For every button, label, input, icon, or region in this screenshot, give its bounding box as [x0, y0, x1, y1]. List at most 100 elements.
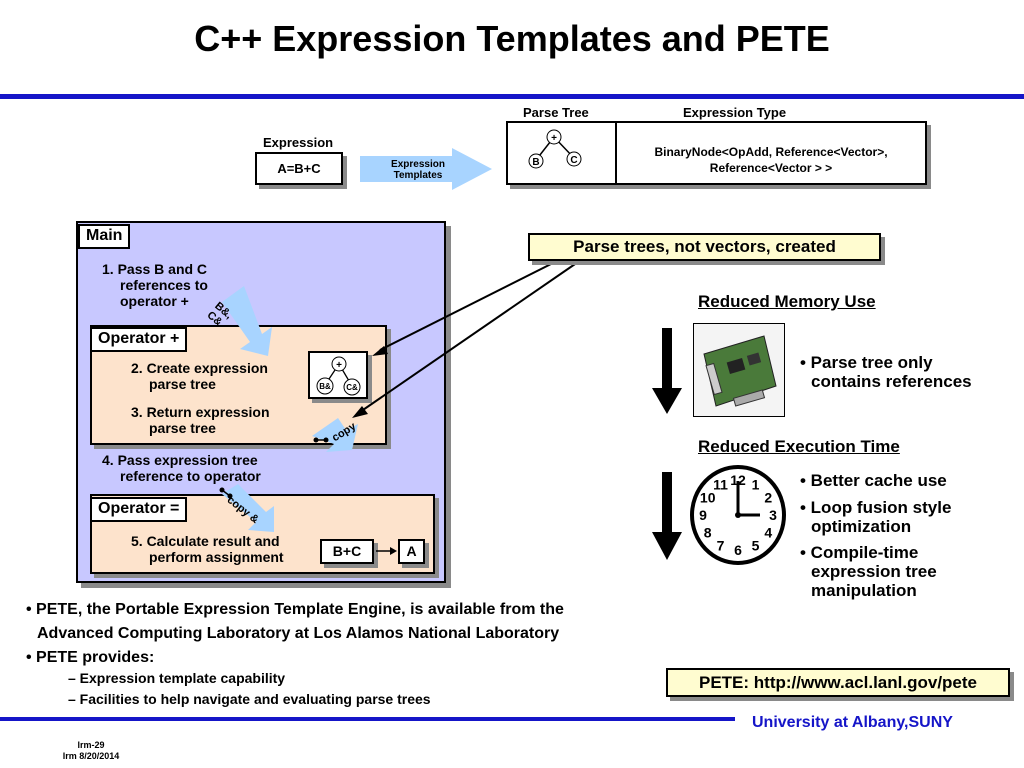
- step3-line2: parse tree: [149, 420, 216, 436]
- clock-number: 3: [769, 507, 777, 523]
- slide-date: lrm 8/20/2014: [62, 751, 120, 761]
- exec-bullet-2-line1: • Loop fusion style: [800, 498, 952, 517]
- clock-number: 5: [752, 537, 760, 553]
- tree-right-text: C: [570, 155, 577, 166]
- tree-root-text: +: [551, 133, 557, 144]
- memory-down-arrow: [652, 328, 682, 414]
- tree-node-root: [546, 129, 562, 145]
- mini-node-root: [331, 356, 347, 372]
- top-divider: [0, 94, 1024, 99]
- bottom-bullet-1-line2: Advanced Computing Laboratory at Los Ala…: [37, 625, 560, 642]
- bottom-bullet-1-line1: • PETE, the Portable Expression Template…: [26, 601, 564, 618]
- memory-bullet-line1: • Parse tree only: [800, 353, 933, 372]
- exec-bullet-2-line2: optimization: [811, 517, 912, 536]
- slide-footer-info: lrm-29 lrm 8/20/2014: [56, 740, 126, 762]
- expression-type-label: Expression Type: [683, 105, 787, 120]
- step-5: 5. Calculate result and perform assignme…: [131, 533, 284, 565]
- memory-bullet-line2: contains references: [811, 372, 972, 391]
- exec-bullet-3-line3: manipulation: [811, 581, 917, 600]
- result-arrow: [376, 547, 397, 555]
- arrow-label-line1: Expression: [391, 159, 445, 170]
- operator-assign-tab: Operator =: [90, 497, 188, 522]
- step2-line2: parse tree: [149, 376, 216, 392]
- callout-box: Parse trees, not vectors, created: [528, 233, 881, 261]
- arrow-shape: [360, 148, 492, 190]
- board-chip-2: [746, 352, 762, 366]
- step-4: 4. Pass expression tree reference to ope…: [102, 452, 261, 484]
- mini-root-text: +: [336, 360, 342, 371]
- expression-templates-arrow: [360, 148, 492, 190]
- tree-node-right: [566, 151, 582, 167]
- expression-templates-label: Expression Templates: [372, 159, 464, 181]
- bottom-bullet-2: • PETE provides:: [26, 649, 155, 666]
- parse-tree-diagram: + B C: [528, 129, 582, 169]
- clock-number: 10: [700, 490, 716, 506]
- result-arrow-head: [390, 547, 397, 555]
- exec-bullet-3-line2: expression tree: [811, 562, 937, 581]
- expression-type-text: BinaryNode<OpAdd, Reference<Vector>, Ref…: [616, 144, 926, 176]
- clock-number: 7: [717, 537, 725, 553]
- expression-label: Expression: [263, 135, 334, 150]
- step4-line2: reference to operator: [120, 468, 261, 484]
- sub-bullet-1: – Expression template capability: [68, 670, 286, 686]
- bottom-bullets: • PETE, the Portable Expression Template…: [26, 598, 564, 670]
- operator-plus-tab: Operator +: [90, 327, 188, 352]
- exec-title: Reduced Execution Time: [698, 437, 900, 456]
- sub-bullets: – Expression template capability – Facil…: [68, 668, 431, 710]
- memory-bullet: • Parse tree only contains references: [800, 353, 972, 391]
- bottom-divider: [0, 717, 735, 721]
- board-connector: [705, 362, 723, 396]
- pete-url-box: PETE: http://www.acl.lanl.gov/pete: [666, 668, 1010, 697]
- step-3: 3. Return expression parse tree: [131, 404, 270, 436]
- memory-arrow-head: [652, 388, 682, 414]
- arrow-label-line2: Templates: [393, 170, 443, 181]
- mini-right-text: C&: [346, 383, 358, 392]
- main-tab: Main: [78, 224, 131, 249]
- slide-code: lrm-29: [77, 740, 105, 750]
- step1-line2: references to: [120, 277, 208, 293]
- result-bc-box: B+C: [320, 539, 374, 564]
- clock-number: 8: [704, 525, 712, 541]
- step-1: 1. Pass B and C references to operator +: [102, 261, 208, 309]
- clock-number: 1: [752, 477, 760, 493]
- clock-number: 6: [734, 542, 742, 558]
- tree-node-left: [528, 153, 544, 169]
- exec-bullets: • Better cache use • Loop fusion style o…: [800, 471, 951, 600]
- clock-number: 4: [764, 525, 772, 541]
- box-divider: [615, 123, 617, 183]
- circuit-board-icon: [703, 335, 777, 407]
- university-name: University at Albany,SUNY: [752, 714, 953, 731]
- step5-line1: 5. Calculate result and: [131, 533, 280, 549]
- sub-bullet-2: – Facilities to help navigate and evalua…: [68, 691, 431, 707]
- exec-bullet-3-line1: • Compile-time: [800, 543, 919, 562]
- tree-left-text: B: [532, 157, 539, 168]
- mini-parse-tree: + B& C&: [316, 356, 361, 396]
- clock-number: 2: [764, 490, 772, 506]
- clock-number: 9: [699, 507, 707, 523]
- step-2: 2. Create expression parse tree: [131, 360, 268, 392]
- circuit-board-image: [693, 323, 785, 417]
- board-port: [732, 389, 766, 407]
- mini-left-text: B&: [319, 382, 331, 391]
- step4-line1: 4. Pass expression tree: [102, 452, 258, 468]
- memory-arrow-shaft: [662, 328, 672, 390]
- mini-node-left: [316, 377, 334, 395]
- result-a-box: A: [398, 539, 425, 564]
- slide-title: C++ Expression Templates and PETE: [194, 18, 830, 59]
- clock-center: [735, 512, 741, 518]
- step1-line3: operator +: [120, 293, 189, 309]
- memory-title: Reduced Memory Use: [698, 292, 876, 311]
- exec-arrow-head: [652, 532, 682, 560]
- exec-down-arrow: [652, 472, 682, 560]
- step2-line1: 2. Create expression: [131, 360, 268, 376]
- board-chip-1: [726, 358, 746, 374]
- clock-number: 12: [730, 472, 746, 488]
- expression-box: A=B+C: [255, 152, 343, 185]
- exec-bullet-1: • Better cache use: [800, 471, 947, 490]
- expression-type-line1: BinaryNode<OpAdd, Reference<Vector>,: [654, 145, 888, 159]
- exec-arrow-shaft: [662, 472, 672, 534]
- step1-line1: 1. Pass B and C: [102, 261, 208, 277]
- parse-tree-label: Parse Tree: [523, 105, 589, 120]
